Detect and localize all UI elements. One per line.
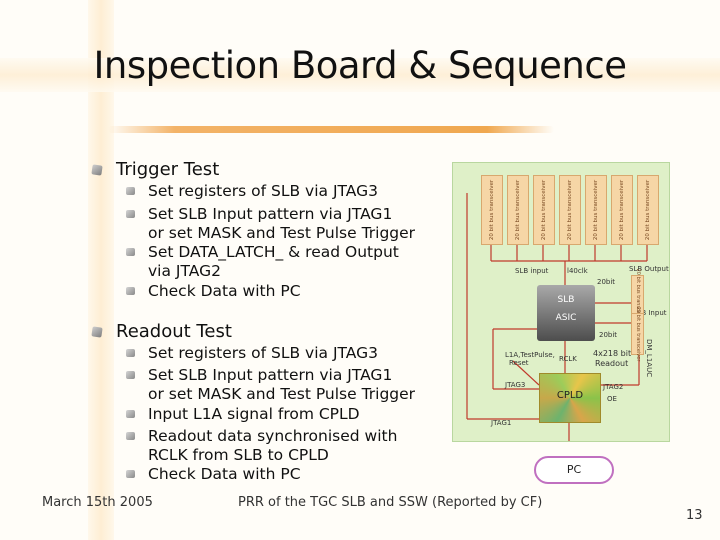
sub-bullet-marker-icon (126, 432, 135, 440)
label-dmt: DM_L1AUC (645, 339, 653, 378)
sub-bullet: Input L1A signal from CPLD (126, 405, 360, 424)
label-slb-output: SLB Output (629, 265, 669, 273)
side-transceiver-label: 20 bit bus transceiver (634, 306, 641, 362)
bus-transceiver-label: 20 bit bus transceiver (515, 179, 521, 241)
sub-bullet: Set registers of SLB via JTAG3 (126, 182, 379, 201)
sub-bullet-text: Readout data synchronised with (148, 427, 398, 445)
bus-transceiver: 20 bit bus transceiver (507, 175, 529, 245)
bullet-heading: Readout Test (116, 321, 232, 342)
asic-label-1: SLB (557, 295, 575, 305)
sub-bullet-text: Set registers of SLB via JTAG3 (148, 344, 379, 362)
title-underline (108, 126, 554, 133)
label-clk: l40clk (567, 267, 588, 275)
bus-transceiver-label: 20 bit bus transceiver (489, 179, 495, 241)
bus-transceiver-label: 20 bit bus transceiver (645, 179, 651, 241)
sub-bullet-marker-icon (126, 349, 135, 357)
sub-bullet-text: Set SLB Input pattern via JTAG1 (148, 205, 393, 223)
bullet-marker-icon (91, 326, 103, 338)
sub-bullet-text-cont: or set MASK and Test Pulse Trigger (148, 385, 416, 403)
sub-bullet: Check Data with PC (126, 282, 301, 301)
sub-bullet: Set DATA_LATCH_ & read Output via JTAG2 (126, 243, 399, 281)
label-reset: Reset (509, 359, 529, 367)
bus-transceiver-label: 20 bit bus transceiver (541, 179, 547, 241)
label-readout-size: 4x218 bit (593, 349, 632, 358)
cpld-chip: CPLD (539, 373, 601, 423)
background-horizontal-band (0, 58, 720, 92)
sub-bullet-marker-icon (126, 287, 135, 295)
label-jtag1: JTAG1 (491, 419, 512, 427)
bullet-readout-test: Readout Test (91, 321, 232, 342)
sub-bullet-text-cont: or set MASK and Test Pulse Trigger (148, 224, 416, 242)
sub-bullet-text: Set DATA_LATCH_ & read Output (148, 243, 399, 261)
pc-node: PC (534, 456, 614, 484)
bus-transceiver: 20 bit bus transceiver (481, 175, 503, 245)
bus-transceiver: 20 bit bus transceiver (585, 175, 607, 245)
label-oe: OE (607, 395, 617, 403)
cpld-label: CPLD (556, 390, 584, 401)
bullet-heading: Trigger Test (116, 159, 220, 180)
bus-transceiver: 20 bit bus transceiver (637, 175, 659, 245)
asic-label-2: ASIC (555, 313, 577, 323)
label-l1a: L1A,TestPulse, (505, 351, 555, 359)
sub-bullet-text: Set registers of SLB via JTAG3 (148, 182, 379, 200)
sub-bullet-marker-icon (126, 248, 135, 256)
sub-bullet-text: Check Data with PC (148, 282, 301, 300)
diagram-wires (466, 193, 648, 441)
bullet-trigger-test: Trigger Test (91, 159, 220, 180)
sub-bullet-text-cont: via JTAG2 (148, 262, 221, 280)
bus-transceiver-label: 20 bit bus transceiver (619, 179, 625, 241)
sub-bullet-text: Check Data with PC (148, 465, 301, 483)
sub-bullet-marker-icon (126, 371, 135, 379)
label-rclk: RCLK (559, 355, 577, 363)
sub-bullet-text-cont: RCLK from SLB to CPLD (148, 446, 329, 464)
bus-transceiver: 20 bit bus transceiver (611, 175, 633, 245)
sub-bullet: Set SLB Input pattern via JTAG1 or set M… (126, 205, 416, 243)
sub-bullet: Readout data synchronised with RCLK from… (126, 427, 398, 465)
slb-asic-chip: SLB ASIC (537, 285, 595, 341)
bullet-marker-icon (91, 164, 103, 176)
sub-bullet-text: Set SLB Input pattern via JTAG1 (148, 366, 393, 384)
bus-transceiver-label: 20 bit bus transceiver (567, 179, 573, 241)
label-slb-input-right: SLB Input (633, 309, 667, 317)
footer-date: March 15th 2005 (42, 495, 153, 510)
footer-page-number: 13 (686, 508, 703, 523)
footer-center: PRR of the TGC SLB and SSW (Reported by … (238, 495, 543, 510)
sub-bullet-marker-icon (126, 410, 135, 418)
sub-bullet-marker-icon (126, 470, 135, 478)
sub-bullet: Check Data with PC (126, 465, 301, 484)
bus-transceiver: 20 bit bus transceiver (559, 175, 581, 245)
slide-title: Inspection Board & Sequence (93, 44, 628, 87)
sub-bullet: Set SLB Input pattern via JTAG1 or set M… (126, 366, 416, 404)
bus-transceiver: 20 bit bus transceiver (533, 175, 555, 245)
side-transceiver: 20 bit bus transceiver (631, 307, 644, 361)
label-jtag3: JTAG3 (505, 381, 526, 389)
inspection-board-diagram: 20 bit bus transceiver 20 bit bus transc… (452, 162, 670, 442)
sub-bullet-marker-icon (126, 187, 135, 195)
label-20bit-a: 20bit (597, 278, 616, 286)
label-readout: Readout (595, 359, 629, 368)
label-jtag2: JTAG2 (603, 383, 624, 391)
label-20bit-b: 20bit (599, 331, 618, 339)
sub-bullet: Set registers of SLB via JTAG3 (126, 344, 379, 363)
bus-transceiver-label: 20 bit bus transceiver (593, 179, 599, 241)
label-slb-input: SLB input (515, 267, 549, 275)
sub-bullet-marker-icon (126, 210, 135, 218)
sub-bullet-text: Input L1A signal from CPLD (148, 405, 360, 423)
